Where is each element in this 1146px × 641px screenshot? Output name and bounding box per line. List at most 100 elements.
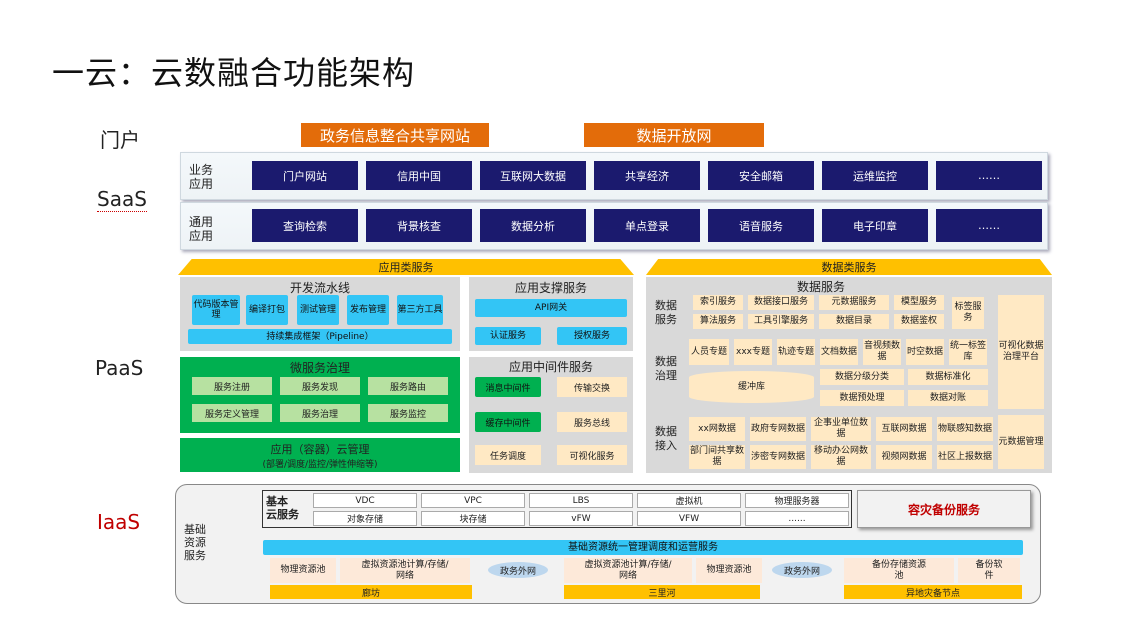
pool-item[interactable]: 备份存储资源池 [844,558,954,583]
access-source[interactable]: 部门间共享数据 [689,445,745,469]
access-source[interactable]: 物联感知数据 [937,417,993,441]
saas-common-item[interactable]: 单点登录 [594,209,700,242]
micro-item[interactable]: 服务注册 [192,377,272,395]
disaster-backup-service[interactable]: 容灾备份服务 [857,490,1031,528]
pool-item[interactable]: 虚拟资源池计算/存储/网络 [340,558,470,583]
devops-item[interactable]: 代码版本管理 [192,295,240,325]
access-source[interactable]: xx网数据 [689,417,745,441]
pool-item[interactable]: 物理资源池 [270,558,336,583]
pool-item[interactable]: 虚拟资源池计算/存储/网络 [564,558,692,583]
access-source[interactable]: 移动办公网数据 [811,445,871,469]
cloud-svc-item[interactable]: VFW [637,511,741,526]
cloud-svc-item[interactable]: vFW [529,511,633,526]
api-gateway[interactable]: API网关 [475,299,627,317]
gov-topic[interactable]: 轨迹专题 [777,339,815,365]
micro-item[interactable]: 服务治理 [280,404,360,422]
cloud-svc-item[interactable]: VDC [313,493,417,508]
data-svc-item[interactable]: 元数据服务 [819,295,889,310]
access-source[interactable]: 互联网数据 [876,417,932,441]
saas-biz-item[interactable]: …… [936,161,1042,190]
saas-common-item[interactable]: 数据分析 [480,209,586,242]
buffer-db[interactable]: 缓冲库 [689,371,814,403]
portal-gov-share-site[interactable]: 政务信息整合共享网站 [301,123,489,147]
gov-topic[interactable]: 统一标签库 [949,339,987,365]
access-source[interactable]: 视频网数据 [876,445,932,469]
gov-topic[interactable]: 时空数据 [906,339,944,365]
gov-topic[interactable]: 人员专题 [689,339,729,365]
gov-topic[interactable]: 音视频数据 [863,339,901,365]
cloud-svc-item[interactable]: LBS [529,493,633,508]
micro-item[interactable]: 服务监控 [368,404,448,422]
saas-biz-item[interactable]: 信用中国 [366,161,472,190]
devops-item[interactable]: 发布管理 [347,295,389,325]
gov-op[interactable]: 数据分级分类 [820,369,904,385]
basic-resource-label: 基础资源服务 [184,523,206,562]
micro-item[interactable]: 服务发现 [280,377,360,395]
middleware-item[interactable]: 消息中间件 [475,377,541,397]
cloud-svc-item[interactable]: 对象存储 [313,511,417,526]
saas-common-item[interactable]: 电子印章 [822,209,928,242]
saas-biz-item[interactable]: 互联网大数据 [480,161,586,190]
saas-biz-item[interactable]: 门户网站 [252,161,358,190]
container-cloud-mgmt[interactable]: 应用（容器）云管理 (部署/调度/监控/弹性伸缩等) [180,438,460,472]
data-svc-item[interactable]: 数据目录 [819,314,889,329]
metadata-mgmt[interactable]: 元数据管理 [998,415,1044,469]
gov-op[interactable]: 数据预处理 [820,390,904,406]
auth-service[interactable]: 认证服务 [475,327,541,345]
pool-item[interactable]: 物理资源池 [696,558,762,583]
middleware-box: 应用中间件服务 消息中间件 传输交换 缓存中间件 服务总线 任务调度 可视化服务 [469,357,633,473]
saas-biz-item[interactable]: 共享经济 [594,161,700,190]
access-source[interactable]: 涉密专网数据 [750,445,806,469]
data-svc-item[interactable]: 数据鉴权 [894,314,944,329]
cloud-svc-item[interactable]: 物理服务器 [745,493,849,508]
cloud-svc-item[interactable]: 虚拟机 [637,493,741,508]
cloud-svc-item[interactable]: ...... [745,511,849,526]
saas-common-item[interactable]: 语音服务 [708,209,814,242]
micro-item[interactable]: 服务定义管理 [192,404,272,422]
saas-common-item[interactable]: …… [936,209,1042,242]
middleware-item[interactable]: 可视化服务 [557,445,627,465]
data-svc-item[interactable]: 模型服务 [894,295,944,310]
viz-governance-platform[interactable]: 可视化数据治理平台 [998,295,1044,409]
microservice-box: 微服务治理 服务注册 服务发现 服务路由 服务定义管理 服务治理 服务监控 [180,357,460,433]
saas-biz-item[interactable]: 安全邮箱 [708,161,814,190]
micro-item[interactable]: 服务路由 [368,377,448,395]
devops-item[interactable]: 编译打包 [246,295,288,325]
data-svc-item[interactable]: 索引服务 [693,295,743,310]
pool-item[interactable]: 备份软件 [958,558,1020,583]
authz-service[interactable]: 授权服务 [557,327,627,345]
gov-op[interactable]: 数据标准化 [908,369,988,385]
site-offsite-dr[interactable]: 异地灾备节点 [844,585,1022,599]
pipeline-framework[interactable]: 持续集成框架（Pipeline） [188,329,452,344]
middleware-item[interactable]: 任务调度 [475,445,541,465]
gov-op[interactable]: 数据对账 [908,390,988,406]
access-source[interactable]: 社区上报数据 [937,445,993,469]
gov-topic[interactable]: xxx专题 [734,339,772,365]
devops-title: 开发流水线 [289,281,350,295]
portal-open-data[interactable]: 数据开放网 [584,123,764,147]
layer-label-portal: 门户 [100,128,140,152]
unified-resource-mgmt[interactable]: 基础资源统一管理调度和运营服务 [263,540,1023,555]
middleware-item[interactable]: 缓存中间件 [475,412,541,432]
saas-common-item[interactable]: 查询检索 [252,209,358,242]
access-source[interactable]: 政府专网数据 [750,417,806,441]
data-svc-item[interactable]: 数据接口服务 [748,295,814,310]
access-source[interactable]: 企事业单位数据 [811,417,871,441]
saas-biz-item[interactable]: 运维监控 [822,161,928,190]
devops-item[interactable]: 第三方工具 [397,295,443,325]
data-svc-item[interactable]: 算法服务 [693,314,743,329]
data-svc-label: 数据服务 [655,299,677,326]
cloud-svc-item[interactable]: VPC [421,493,525,508]
data-svc-item[interactable]: 工具引擎服务 [748,314,814,329]
middleware-item[interactable]: 传输交换 [557,377,627,397]
saas-common-item[interactable]: 背景核查 [366,209,472,242]
middleware-item[interactable]: 服务总线 [557,412,627,432]
data-services-box: 数据服务 数据服务 索引服务 数据接口服务 元数据服务 模型服务 算法服务 工具… [646,277,1052,473]
site-langfang[interactable]: 廊坊 [270,585,472,599]
devops-item[interactable]: 测试管理 [297,295,339,325]
cloud-svc-item[interactable]: 块存储 [421,511,525,526]
tag-service[interactable]: 标签服务 [952,297,984,329]
site-sanlihe[interactable]: 三里河 [564,585,760,599]
data-gov-label: 数据治理 [655,355,677,382]
gov-topic[interactable]: 文档数据 [820,339,858,365]
